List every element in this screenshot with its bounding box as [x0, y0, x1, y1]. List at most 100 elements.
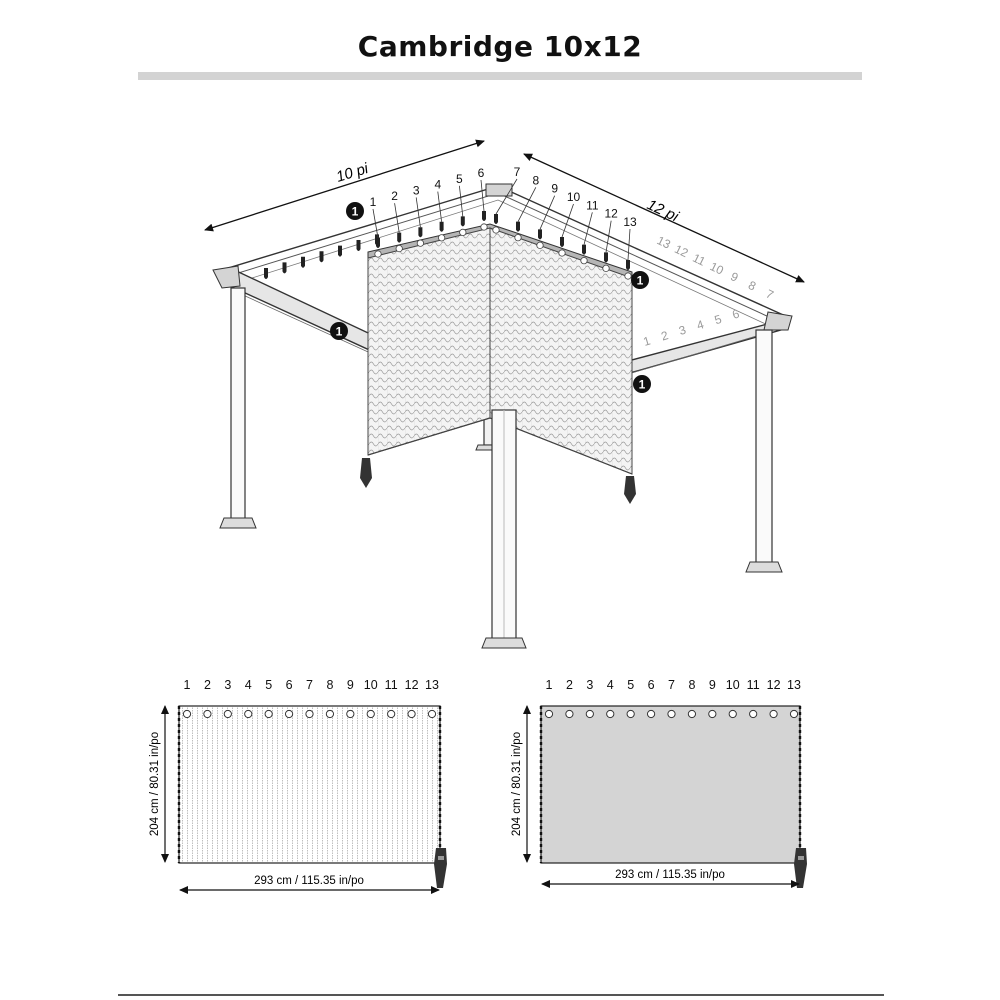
- hook-clip: [560, 237, 564, 247]
- grommet-number: 12: [767, 678, 781, 692]
- grommet: [480, 223, 488, 231]
- grommet-number: 6: [286, 678, 293, 692]
- hook-number-back: 6: [731, 306, 742, 321]
- hook-number-back: 2: [659, 328, 670, 343]
- hook-number-back: 8: [746, 278, 758, 294]
- hook-clip: [301, 256, 305, 268]
- grommet: [789, 709, 799, 719]
- grommet-number: 2: [566, 678, 573, 692]
- grommet: [427, 709, 437, 719]
- height-label: 204 cm / 80.31 in/po: [511, 732, 523, 836]
- grommet-number: 1: [546, 678, 553, 692]
- callout-number: 1: [637, 274, 644, 288]
- grommet: [437, 234, 446, 242]
- grommet-number: 3: [586, 678, 593, 692]
- hook-number: 13: [623, 215, 637, 229]
- post-front-left: [219, 287, 257, 529]
- grommet: [223, 709, 232, 719]
- hook-clip: [439, 221, 444, 232]
- grommet: [749, 709, 758, 719]
- grommet-number: 4: [607, 678, 614, 692]
- grommet: [492, 226, 500, 234]
- hook-clip: [494, 214, 498, 224]
- grommet: [667, 709, 676, 719]
- grommet-number: 10: [726, 678, 740, 692]
- grommet: [416, 239, 424, 247]
- hook-number: 9: [551, 182, 558, 196]
- grommet-row: [182, 709, 437, 719]
- hook-clip: [626, 260, 630, 270]
- grommet: [387, 709, 396, 719]
- grommet: [606, 709, 615, 719]
- grommet-number: 6: [648, 678, 655, 692]
- hook-clip: [460, 216, 465, 227]
- hook-number-back: 5: [713, 312, 724, 327]
- grommet: [395, 245, 403, 253]
- mesh-panel-body: [178, 705, 441, 864]
- hook-number-back: 4: [695, 317, 706, 332]
- grommet: [602, 264, 610, 272]
- callout-badge: 1: [330, 322, 348, 340]
- grommet: [374, 250, 382, 258]
- grommet: [182, 709, 192, 719]
- hook-clip: [418, 227, 423, 238]
- hook-clip: [282, 262, 287, 274]
- callout-badge: 1: [633, 375, 651, 393]
- callout-number: 1: [336, 325, 343, 339]
- grommet: [325, 709, 335, 719]
- footer-divider: [118, 994, 884, 996]
- grommet: [585, 709, 594, 719]
- grommet-number: 11: [747, 678, 760, 692]
- hook-row-left: [264, 234, 379, 279]
- dimension-label-width: 10 pi: [334, 160, 371, 186]
- hook-number: 3: [413, 183, 420, 197]
- zipper-pull-left: [360, 458, 372, 488]
- hook-number: 10: [567, 190, 581, 204]
- grommet: [708, 709, 717, 719]
- hook-number: 11: [586, 198, 599, 212]
- width-label: 293 cm / 115.35 in/po: [615, 869, 725, 881]
- grommet-number: 9: [709, 678, 716, 692]
- grommet: [366, 709, 375, 719]
- hook-number: 5: [456, 172, 463, 186]
- hook-clip: [319, 251, 324, 263]
- grommet-number: 8: [688, 678, 695, 692]
- grommet: [544, 709, 554, 719]
- grommet-number: 12: [405, 678, 419, 692]
- hook-number: 12: [604, 207, 618, 221]
- page-title: Cambridge 10x12: [357, 30, 643, 63]
- post-front-center: [481, 409, 527, 649]
- grommet: [284, 709, 294, 719]
- hook-clip: [397, 232, 402, 243]
- grommet: [514, 234, 522, 242]
- hook-number-back: 7: [764, 287, 776, 303]
- hook-clip: [338, 245, 342, 257]
- grommet: [536, 241, 544, 249]
- hook-number-back: 12: [672, 242, 690, 261]
- hook-clip: [482, 211, 486, 221]
- grommet-number: 13: [787, 678, 801, 692]
- grommet: [769, 709, 778, 719]
- hook-clip: [582, 244, 586, 255]
- hook-clip: [264, 268, 268, 279]
- grommet-number: 3: [224, 678, 231, 692]
- hook-clip: [604, 252, 608, 263]
- dimension-arrow-depth: [523, 153, 805, 283]
- hook-clip: [376, 238, 380, 248]
- grommet-number: 7: [668, 678, 675, 692]
- callout-badge: 1: [631, 271, 649, 289]
- grommet: [728, 709, 737, 719]
- hook-number-back: 3: [677, 323, 688, 338]
- hook-number: 8: [532, 173, 539, 187]
- hook-number: 4: [434, 178, 441, 192]
- mesh-curtain-left: [367, 227, 491, 456]
- grommet-number: 13: [425, 678, 439, 692]
- grommet-number: 5: [265, 678, 272, 692]
